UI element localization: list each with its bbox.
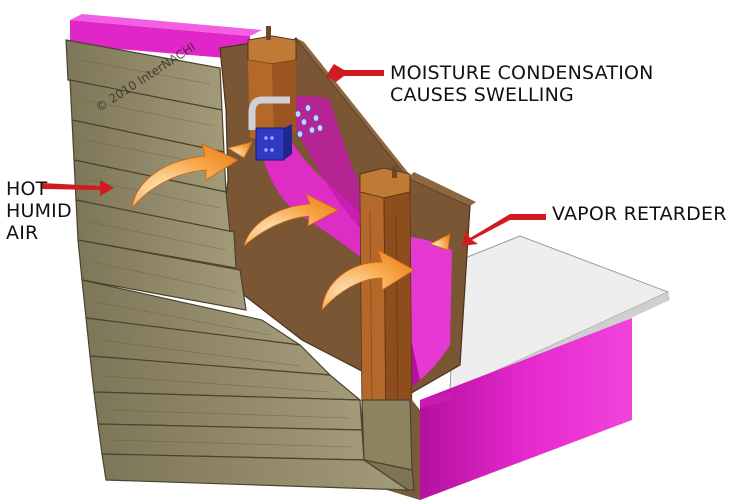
airflow-arrow-icon [131,141,451,312]
hot-label-line2: HUMID [6,200,72,222]
hot-label-line1: HOT [6,178,48,200]
moisture-label-line1: MOISTURE CONDENSATION [390,62,654,84]
vapor-retarder-label: VAPOR RETARDER [552,203,727,225]
electrical-box-icon [248,96,292,161]
moisture-condensation-label: MOISTURE CONDENSATION CAUSES SWELLING [390,62,654,106]
pointer-arrow-icon [42,64,546,246]
hot-humid-air-label: HOT HUMID AIR [6,178,72,244]
water-droplet-icon [295,104,323,138]
lower-insulation [420,318,632,500]
upper-insulation [70,14,262,60]
moisture-label-line2: CAUSES SWELLING [390,84,574,106]
siding-grain [79,59,353,448]
wood-siding [65,39,415,491]
vapor-label-line: VAPOR RETARDER [552,203,727,225]
hot-label-line3: AIR [6,222,39,244]
